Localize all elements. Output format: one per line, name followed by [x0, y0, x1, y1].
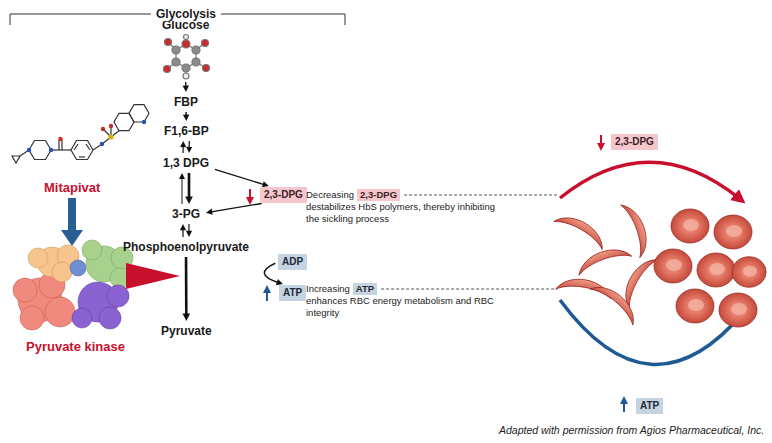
pathway-arrow	[183, 257, 191, 321]
pathway-arrow	[206, 203, 262, 214]
pathway-arrow	[179, 173, 193, 204]
node-text: 1,3 DPG	[163, 156, 209, 170]
node-text: 2,3-DPG	[615, 136, 654, 147]
pathway-arrow	[183, 112, 189, 121]
pyruvate-kinase-protein	[13, 240, 133, 330]
node-text: ATP	[283, 287, 302, 298]
red-cycle-arc	[560, 162, 740, 199]
note-text: Decreasing	[306, 189, 354, 200]
pathway-arrow	[180, 224, 192, 237]
cofactor-box: ATP	[353, 283, 377, 295]
decrease-arrow	[600, 135, 602, 147]
increase-arrow	[623, 400, 625, 412]
note-text: destabilizes HbS polymers, thereby inhib…	[306, 201, 496, 225]
callout-text: Increasing ATPenhances RBC energy metabol…	[306, 283, 496, 319]
leader-line	[404, 195, 557, 196]
pathway-arrow	[180, 141, 192, 153]
metabolite: 1,3 DPG	[160, 155, 212, 171]
node-text: F1,6-BP	[164, 124, 209, 138]
note-text: enhances RBC energy metabolism and RBC i…	[306, 295, 496, 319]
cofactor-box: ADP	[278, 254, 307, 270]
normal-red-cells	[654, 209, 766, 327]
glucose-molecule	[164, 35, 210, 80]
title: Glycolysis	[151, 7, 221, 21]
metabolite: Glucose	[159, 17, 212, 80]
decrease-arrow	[249, 189, 251, 201]
metabolite: FBP	[171, 94, 201, 110]
metabolite: 3-PG	[169, 206, 203, 222]
highlight-box: 2,3-DPG	[260, 187, 307, 203]
node-text: 2,3-DPG	[360, 189, 397, 200]
node-text: FBP	[174, 95, 198, 109]
caption: Adapted with permission from Agios Pharm…	[499, 424, 764, 436]
cofactor-box: ATP	[279, 285, 306, 301]
pathway-arrow	[215, 169, 269, 187]
node-text: ADP	[282, 256, 303, 267]
drug-name: Mitapivat	[44, 180, 100, 195]
enzyme-name: Pyruvate kinase	[26, 339, 125, 354]
node-text: Pyruvate	[161, 324, 212, 338]
callout-text: Decreasing 2,3-DPGdestabilizes HbS polyme…	[306, 189, 496, 225]
blue-cycle-arc	[560, 300, 743, 364]
increase-arrow	[266, 289, 268, 301]
node-text: 3-PG	[172, 207, 200, 221]
sickle-cells	[554, 200, 658, 325]
pathway-arrow	[183, 82, 189, 92]
node-text: ATP	[640, 400, 659, 411]
highlight-box: 2,3-DPG	[611, 134, 658, 150]
activation-pointer	[126, 263, 180, 289]
metabolite: Phosphoenolpyruvate	[120, 239, 252, 255]
node-text: 2,3-DPG	[264, 189, 303, 200]
metabolite: Pyruvate	[158, 323, 215, 339]
drug-arrow	[61, 198, 83, 246]
cofactor-box: ATP	[636, 398, 663, 414]
leader-line	[381, 289, 557, 290]
highlight-box: 2,3-DPG	[357, 189, 400, 201]
node-text: Phosphoenolpyruvate	[123, 240, 249, 254]
node-text: ATP	[356, 283, 374, 294]
note-text: Increasing	[306, 283, 350, 294]
mitapivat-structure	[12, 105, 149, 163]
metabolite: F1,6-BP	[161, 123, 212, 139]
